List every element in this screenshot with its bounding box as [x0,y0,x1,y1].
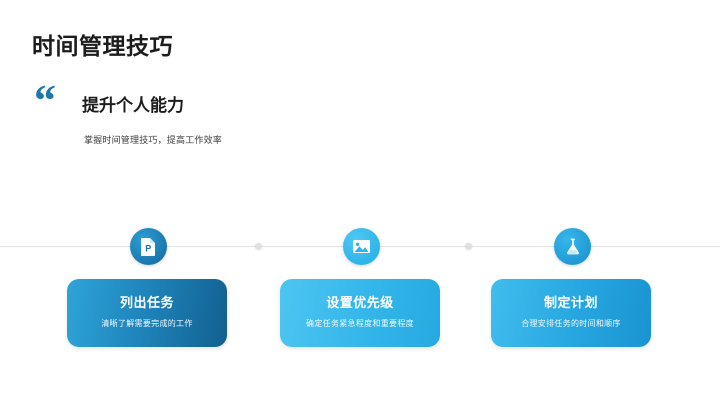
quote-subtext: 掌握时间管理技巧，提高工作效率 [84,135,223,145]
svg-text:P: P [145,243,151,253]
timeline-marker-dot [465,243,472,250]
step-card-title: 制定计划 [543,295,598,310]
step-card-2[interactable]: 设置优先级 确定任务紧急程度和重要程度 [280,279,440,347]
quote-heading: 提升个人能力 [82,96,184,115]
step-icon-circle-1[interactable]: P [130,228,167,265]
step-icon-circle-3[interactable] [554,228,591,265]
flask-icon [564,237,581,256]
timeline-marker-dot [255,243,262,250]
image-picture-icon [352,238,371,255]
quote-icon: “ [34,76,56,125]
step-card-title: 设置优先级 [326,295,394,310]
document-p-icon: P [140,237,157,256]
page-title: 时间管理技巧 [32,33,173,59]
step-card-title: 列出任务 [119,295,174,310]
step-card-3[interactable]: 制定计划 合理安排任务的时间和顺序 [491,279,651,347]
step-card-description: 确定任务紧急程度和重要程度 [306,319,414,328]
step-card-1[interactable]: 列出任务 清晰了解需要完成的工作 [67,279,227,347]
step-card-description: 合理安排任务的时间和顺序 [521,319,621,328]
step-icon-circle-2[interactable] [343,228,380,265]
step-card-description: 清晰了解需要完成的工作 [101,319,193,328]
